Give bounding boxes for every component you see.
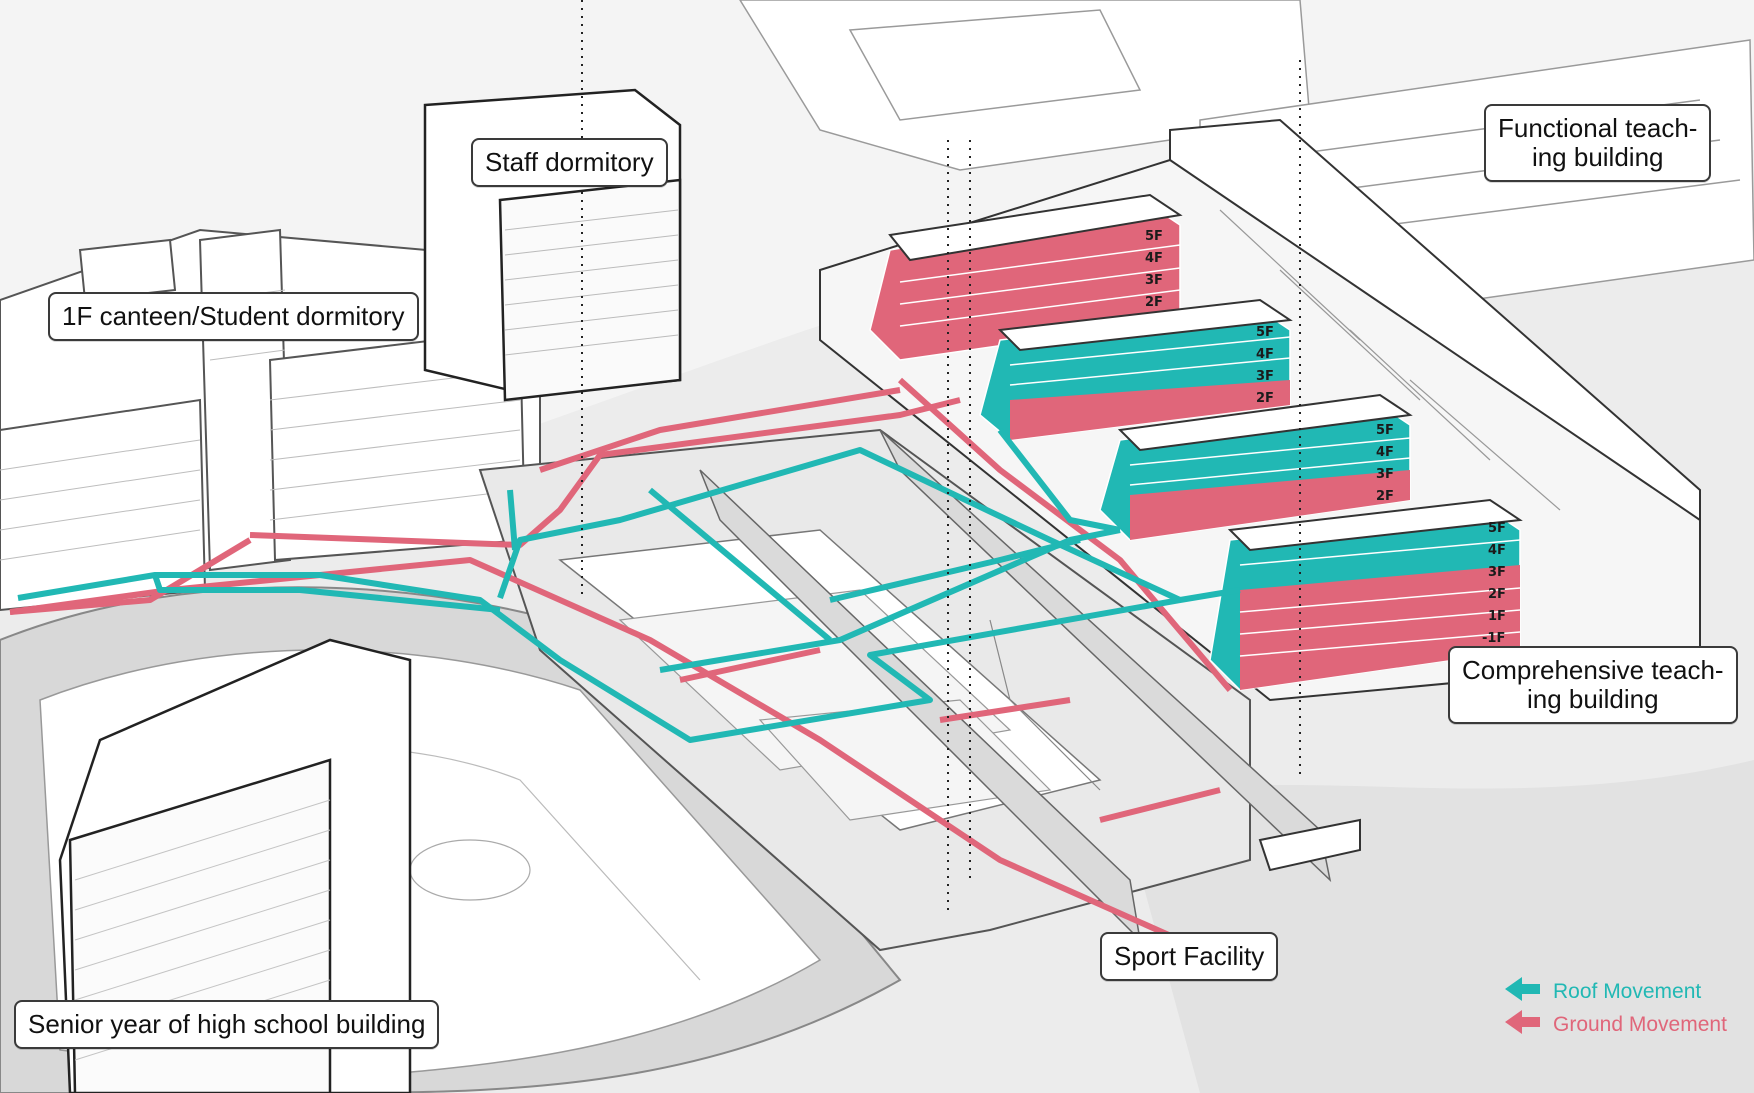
roof-arrow-icon [1505,977,1540,1001]
floor-labels-wing-4: 5F 4F 3F 2F 1F -1F [1482,521,1506,646]
dotted-guide-lines [581,0,1301,910]
floor-label: 2F [1376,489,1394,504]
floor-label: 4F [1145,251,1163,266]
ground-arrow-icon [1505,1010,1540,1034]
label-text: Staff dormitory [485,147,654,177]
legend-ground: Ground Movement [1505,1008,1727,1041]
staff-dormitory-lines [504,209,679,356]
label-sport-facility: Sport Facility [1100,932,1279,981]
floor-label: 5F [1256,325,1274,340]
legend-roof-label: Roof Movement [1553,979,1702,1003]
teaching-wing-2 [979,298,1293,441]
legend: Roof Movement Ground Movement [1505,975,1727,1041]
senior-building-lines [74,799,331,1061]
label-text-line2: ing building [1531,142,1664,172]
floor-band-lines [899,244,1521,657]
floor-labels-wing-3: 5F 4F 3F 2F [1376,423,1394,504]
label-canteen-dormitory: 1F canteen/Student dormitory [48,292,419,341]
floor-label: 5F [1488,521,1506,536]
label-senior-building: Senior year of high school building [14,1000,440,1049]
label-text-line2: ing building [1527,684,1659,714]
label-text: Sport Facility [1114,941,1265,971]
legend-ground-label: Ground Movement [1553,1012,1727,1036]
floor-label: 2F [1488,587,1506,602]
label-staff-dormitory: Staff dormitory [471,138,668,187]
background-buildings-top [739,0,1754,311]
label-text-line1: Comprehensive teach- [1462,655,1724,685]
floor-label: 2F [1256,391,1274,406]
floor-label: 3F [1376,467,1394,482]
label-functional-teaching-building: Functional teach- ing building [1484,104,1712,182]
floor-labels-wing-1: 5F 4F 3F 2F [1145,229,1163,310]
floor-label: 3F [1256,369,1274,384]
floor-label: 3F [1488,565,1506,580]
floor-labels-wing-2: 5F 4F 3F 2F [1256,325,1274,406]
floor-label: 4F [1256,347,1274,362]
legend-arrows [1505,977,1540,1034]
floor-label: 1F [1488,609,1506,624]
sport-facility-structure [478,428,1361,952]
ground-movement-paths [9,377,1233,943]
floor-label: -1F [1482,631,1505,646]
floor-label: 5F [1376,423,1394,438]
label-text: Senior year of high school building [28,1009,426,1039]
label-text: 1F canteen/Student dormitory [62,301,405,331]
roof-movement-paths [17,428,1241,743]
floor-label: 5F [1145,229,1163,244]
label-text-line1: Functional teach- [1498,113,1698,143]
floor-label: 3F [1145,273,1163,288]
floor-label: 4F [1488,543,1506,558]
staff-dormitory-tower [423,88,682,402]
legend-roof: Roof Movement [1505,975,1727,1008]
floor-label: 2F [1145,295,1163,310]
label-comprehensive-teaching-building: Comprehensive teach- ing building [1448,646,1738,724]
floor-label: 4F [1376,445,1394,460]
